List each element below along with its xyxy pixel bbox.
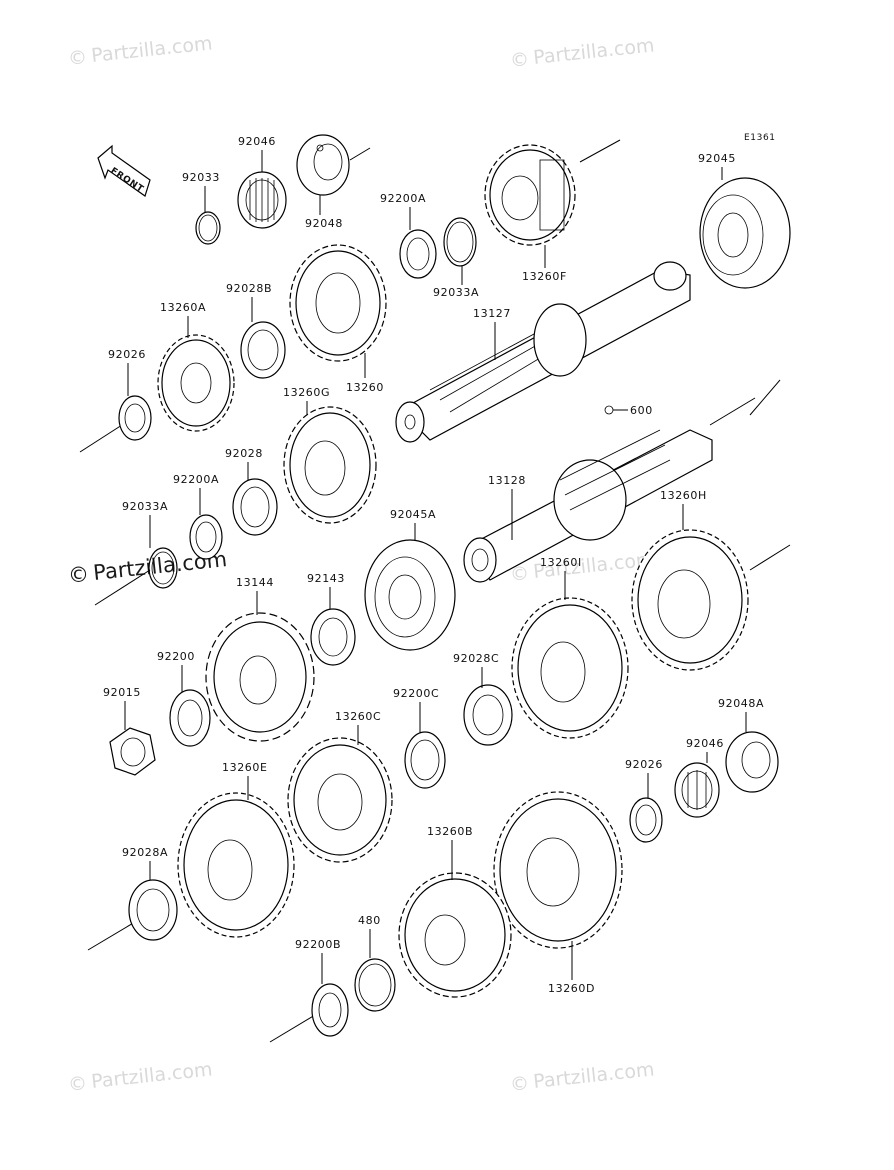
label-92200A: 92200A (380, 192, 426, 205)
label-13260F: 13260F (522, 270, 567, 283)
gear-13260D[interactable] (493, 791, 623, 949)
label-13260A: 13260A (160, 301, 206, 314)
label-92028: 92028 (225, 447, 263, 460)
gear-13260[interactable] (289, 244, 387, 362)
label-92200B: 92200B (295, 938, 341, 951)
copyright-symbol: © (510, 1073, 529, 1095)
label-13128: 13128 (488, 474, 526, 487)
collar-92143[interactable] (310, 608, 356, 666)
label-13127: 13127 (473, 307, 511, 320)
bushing-92028A[interactable] (128, 879, 178, 941)
nut-92015[interactable] (109, 727, 156, 776)
washer-92200C[interactable] (404, 731, 446, 789)
circlip-92033A-lower[interactable] (148, 547, 178, 589)
collar-92048[interactable] (296, 134, 350, 196)
label-92033: 92033 (182, 171, 220, 184)
label-92028C: 92028C (453, 652, 499, 665)
watermark-top-right: © Partzilla.com (510, 34, 655, 71)
label-13260E: 13260E (222, 761, 268, 774)
watermark-bottom-right: © Partzilla.com (510, 1058, 655, 1095)
gear-13260B[interactable] (398, 872, 512, 998)
label-13144: 13144 (236, 576, 274, 589)
label-92200: 92200 (157, 650, 195, 663)
diagram-code: E1361 (744, 133, 776, 143)
copyright-symbol: © (510, 49, 529, 71)
label-92028B: 92028B (226, 282, 272, 295)
collar-92048A[interactable] (725, 731, 779, 793)
label-480: 480 (358, 914, 381, 927)
axis-lines (79, 139, 791, 1043)
label-13260B: 13260B (427, 825, 473, 838)
shaft-13127[interactable] (395, 261, 691, 443)
bushing-92028B[interactable] (240, 321, 286, 379)
gear-13260I[interactable] (511, 597, 629, 739)
washer-92200[interactable] (169, 689, 211, 747)
gear-13260H[interactable] (631, 529, 749, 671)
ball-bearing-92045A[interactable] (364, 539, 456, 651)
label-92033A: 92033A (433, 286, 479, 299)
gear-13260E[interactable] (177, 792, 295, 938)
label-13260G: 13260G (283, 386, 330, 399)
gear-13260F[interactable] (484, 144, 576, 246)
circlip-92033[interactable] (195, 211, 221, 245)
watermark-text: Partzilla.com (532, 34, 655, 69)
label-92200C: 92200C (393, 687, 439, 700)
label-92026-lower: 92026 (625, 758, 663, 771)
copyright-symbol: © (68, 563, 89, 587)
label-92200A-lower: 92200A (173, 473, 219, 486)
sprocket-13144[interactable] (205, 612, 315, 742)
watermark-text: Partzilla.com (532, 1058, 655, 1093)
label-92048A: 92048A (718, 697, 764, 710)
ball-bearing-92045[interactable] (699, 177, 791, 289)
washer-92200A-lower[interactable] (189, 514, 223, 560)
bushing-92028C[interactable] (463, 684, 513, 746)
circlip-92033A[interactable] (443, 217, 477, 267)
label-92048: 92048 (305, 217, 343, 230)
needle-bearing-92046[interactable] (237, 171, 287, 229)
needle-bearing-92046-lower[interactable] (674, 762, 720, 818)
label-92046-lower: 92046 (686, 737, 724, 750)
washer-92026-lower[interactable] (629, 797, 663, 843)
washer-92200A[interactable] (399, 229, 437, 279)
label-92046: 92046 (238, 135, 276, 148)
watermark-top-left: © Partzilla.com (68, 32, 213, 69)
callout-600-label: 600 (630, 404, 653, 417)
label-92045A: 92045A (390, 508, 436, 521)
label-13260I: 13260I (540, 556, 582, 569)
copyright-symbol: © (68, 1073, 87, 1095)
label-92028A: 92028A (122, 846, 168, 859)
copyright-symbol: © (68, 47, 87, 69)
gear-13260C[interactable] (287, 737, 393, 863)
gear-13260A[interactable] (157, 334, 235, 432)
front-arrow: FRONT (97, 144, 151, 197)
watermark-text: Partzilla.com (90, 32, 213, 67)
label-13260D: 13260D (548, 982, 595, 995)
shaft-13128[interactable] (463, 429, 713, 583)
label-13260H: 13260H (660, 489, 707, 502)
circlip-480[interactable] (354, 958, 396, 1012)
label-92015: 92015 (103, 686, 141, 699)
callout-600: 600 (604, 404, 653, 417)
washer-92200B[interactable] (311, 983, 349, 1037)
label-92045: 92045 (698, 152, 736, 165)
label-13260C: 13260C (335, 710, 381, 723)
copyright-symbol: © (510, 563, 529, 585)
washer-92026[interactable] (118, 395, 152, 441)
part-labels: 92046 92033 92048 92200A 92033A 13260F 9… (103, 135, 764, 995)
label-92026: 92026 (108, 348, 146, 361)
label-92033A-lower: 92033A (122, 500, 168, 513)
watermark-bottom-left: © Partzilla.com (68, 1058, 213, 1095)
watermark-text: Partzilla.com (90, 1058, 213, 1093)
gear-13260G[interactable] (283, 406, 377, 524)
bushing-92028[interactable] (232, 478, 278, 536)
label-13260: 13260 (346, 381, 384, 394)
label-92143: 92143 (307, 572, 345, 585)
